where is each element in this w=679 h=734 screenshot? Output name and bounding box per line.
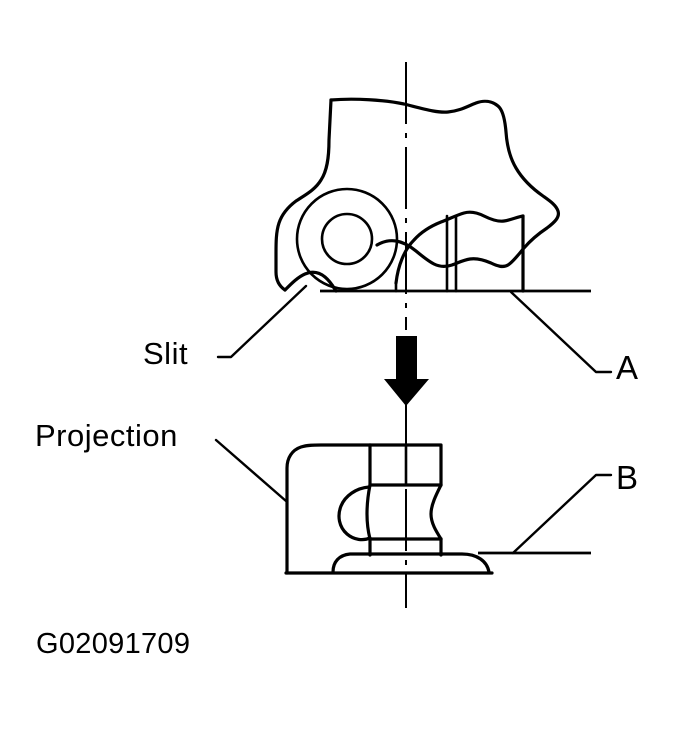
lower-component-waist-right bbox=[429, 483, 443, 541]
callout-label-projection: Projection bbox=[35, 418, 178, 453]
figure-caption-code: G02091709 bbox=[36, 628, 191, 660]
callout-label-slit: Slit bbox=[143, 336, 189, 371]
lower-component-body-outline bbox=[285, 443, 372, 575]
downward-assembly-arrow bbox=[384, 336, 429, 406]
upper-component-lower-left-corner bbox=[283, 270, 338, 293]
lower-callout-leaders bbox=[214, 438, 613, 555]
upper-component-outline bbox=[329, 97, 561, 269]
lower-component-waist-left bbox=[365, 483, 372, 541]
part-b-leader-line bbox=[511, 473, 613, 555]
projection-leader-line bbox=[214, 438, 288, 503]
lower-component-group bbox=[284, 443, 494, 575]
arrow-glyph bbox=[384, 336, 429, 406]
lower-component-head-top bbox=[368, 443, 443, 487]
upper-component-left-edge bbox=[274, 98, 333, 292]
callout-label-a: A bbox=[616, 349, 639, 386]
lower-component-base-flange bbox=[331, 552, 491, 574]
slit-leader-line bbox=[216, 284, 308, 359]
part-a-leader-line bbox=[509, 290, 613, 374]
projection-circle bbox=[337, 485, 372, 542]
upper-component-group bbox=[274, 97, 591, 293]
upper-component-skirt-contour bbox=[394, 210, 525, 285]
boss-inner-bore bbox=[320, 212, 374, 266]
callout-label-b: B bbox=[616, 459, 639, 496]
upper-callout-leaders bbox=[216, 284, 613, 374]
boss-outer-circle bbox=[295, 187, 399, 291]
